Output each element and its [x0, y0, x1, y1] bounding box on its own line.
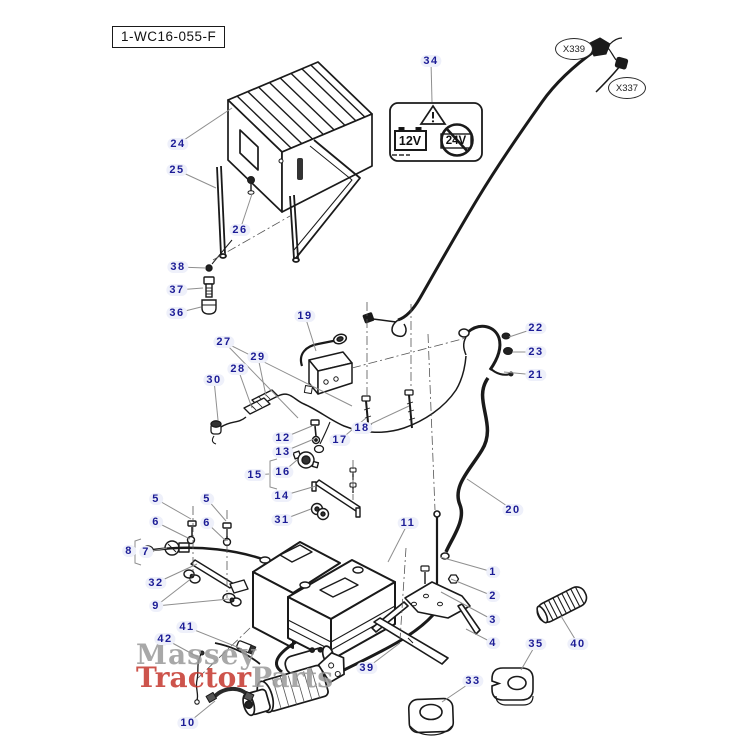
- callout-5: 5: [149, 493, 163, 505]
- callout-10: 10: [177, 717, 199, 729]
- callout-7: 7: [139, 546, 153, 558]
- callout-29: 29: [247, 351, 269, 363]
- callout-36: 36: [166, 307, 188, 319]
- callout-5: 5: [200, 493, 214, 505]
- callout-9: 9: [149, 600, 163, 612]
- leader-lines: [145, 60, 579, 724]
- callout-3: 3: [486, 614, 500, 626]
- holddown-hardware-drawing: [142, 520, 266, 607]
- callout-33: 33: [462, 675, 484, 687]
- callout-20: 20: [502, 504, 524, 516]
- callout-15: 15: [244, 469, 266, 481]
- callout-12: 12: [272, 432, 294, 444]
- battery-drawing: [252, 541, 435, 674]
- callout-35: 35: [525, 638, 547, 650]
- callout-25: 25: [166, 164, 188, 176]
- battery-cable-drawing: [440, 324, 514, 560]
- callout-6: 6: [200, 517, 214, 529]
- callout-13: 13: [272, 446, 294, 458]
- mount-parts-drawing: [407, 586, 588, 736]
- callout-41: 41: [176, 621, 198, 633]
- harness-cable-drawing: [362, 37, 629, 338]
- callout-39: 39: [356, 662, 378, 674]
- callout-31: 31: [271, 514, 293, 526]
- terminal-hardware-drawing: [292, 419, 361, 521]
- callout-23: 23: [525, 346, 547, 358]
- callout-28: 28: [227, 363, 249, 375]
- warning-24v-text: 24V: [445, 135, 467, 147]
- callout-19: 19: [294, 310, 316, 322]
- callout-38: 38: [167, 261, 189, 273]
- callout-4: 4: [486, 637, 500, 649]
- construction-lines: [192, 215, 467, 679]
- warning-12v-text: 12V: [398, 134, 422, 148]
- callout-8: 8: [122, 545, 136, 557]
- callout-2: 2: [486, 590, 500, 602]
- callout-37: 37: [166, 284, 188, 296]
- connector-label-X339: X339: [555, 38, 593, 60]
- callout-24: 24: [167, 138, 189, 150]
- callout-40: 40: [567, 638, 589, 650]
- callout-34: 34: [420, 55, 442, 67]
- callout-16: 16: [272, 466, 294, 478]
- callout-21: 21: [525, 369, 547, 381]
- callout-27: 27: [213, 336, 235, 348]
- relay-drawing: [299, 333, 416, 434]
- cover-hardware-drawing: [201, 239, 233, 315]
- starter-motor-drawing: [194, 640, 345, 717]
- battery-cover-drawing: [216, 61, 373, 263]
- callout-30: 30: [203, 374, 225, 386]
- lead-assembly-drawing: [210, 355, 467, 454]
- callout-22: 22: [525, 322, 547, 334]
- drawing-number-box: 1-WC16-055-F: [112, 26, 226, 48]
- callout-42: 42: [154, 633, 176, 645]
- callout-26: 26: [229, 224, 251, 236]
- callout-6: 6: [149, 516, 163, 528]
- callout-18: 18: [351, 422, 373, 434]
- connector-label-X337: X337: [608, 77, 646, 99]
- warning-label-drawing: [389, 102, 483, 162]
- callout-17: 17: [329, 434, 351, 446]
- callout-11: 11: [397, 517, 419, 529]
- callout-14: 14: [271, 490, 293, 502]
- callout-32: 32: [145, 577, 167, 589]
- callout-1: 1: [486, 566, 500, 578]
